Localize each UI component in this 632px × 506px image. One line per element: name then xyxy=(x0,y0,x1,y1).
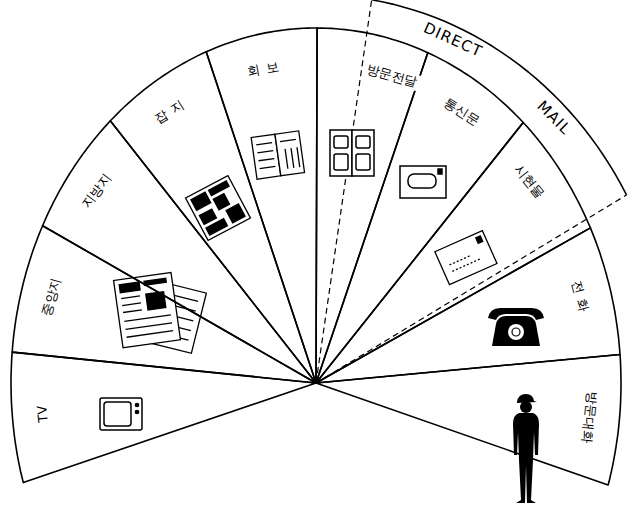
sector-outline xyxy=(316,122,591,383)
band-label: MAIL xyxy=(531,95,576,140)
envelope-icon xyxy=(400,166,446,198)
sector-label: 방문전달 xyxy=(362,60,420,91)
sector-outline xyxy=(316,52,524,383)
sector-label: 지방지 xyxy=(77,169,116,213)
sector-outline xyxy=(42,120,316,383)
outline-path xyxy=(12,226,316,383)
newspaper-icon xyxy=(114,272,207,353)
fan-sector: 잡지 xyxy=(110,51,316,383)
outline-path xyxy=(316,228,620,383)
outline-path xyxy=(372,0,627,195)
outline-path xyxy=(316,355,621,486)
outline-path xyxy=(206,28,317,383)
fan-sector: 통신문 xyxy=(316,52,524,383)
sector-label: 전화 xyxy=(567,277,594,322)
bulletin-icon xyxy=(251,131,304,179)
sector-outline xyxy=(110,51,316,383)
magazine-icon xyxy=(186,176,251,241)
sector-label: 잡지 xyxy=(150,93,194,129)
sector-outline xyxy=(11,352,316,483)
fan-sector: 지방지 xyxy=(42,120,316,383)
tv-icon xyxy=(100,398,142,430)
fan-sector: 회보 xyxy=(206,28,318,383)
outline-path xyxy=(316,53,523,383)
sector-outline xyxy=(206,28,318,383)
band-outline xyxy=(363,0,627,211)
telephone-icon xyxy=(488,308,544,346)
person-figure xyxy=(513,394,539,503)
fan-sector: 방문대화 xyxy=(316,354,621,486)
dashed-divider xyxy=(316,1,627,383)
outline-path xyxy=(11,352,316,483)
sector-label: 방문대화 xyxy=(578,388,600,445)
sector-label: 회보 xyxy=(244,57,288,81)
sector-label: TV xyxy=(34,403,52,425)
fan-sector: 시현물 xyxy=(316,122,591,383)
sector-outline xyxy=(316,354,621,486)
sector-label: 중앙지 xyxy=(38,274,65,320)
fan-sector: 중앙지 xyxy=(12,225,316,383)
outline-path xyxy=(110,52,316,383)
sector-label: 통신문 xyxy=(440,94,485,131)
outline-path xyxy=(316,123,590,384)
sector-label: 시현물 xyxy=(509,160,549,204)
delivery-folder-icon xyxy=(330,130,374,176)
fan-sector: TV xyxy=(11,352,316,483)
direct-mail-band: DIRECTMAIL xyxy=(363,0,627,211)
outline-path xyxy=(43,121,316,383)
sample-card-icon xyxy=(435,231,497,285)
fan-sector: 전화 xyxy=(316,227,621,383)
